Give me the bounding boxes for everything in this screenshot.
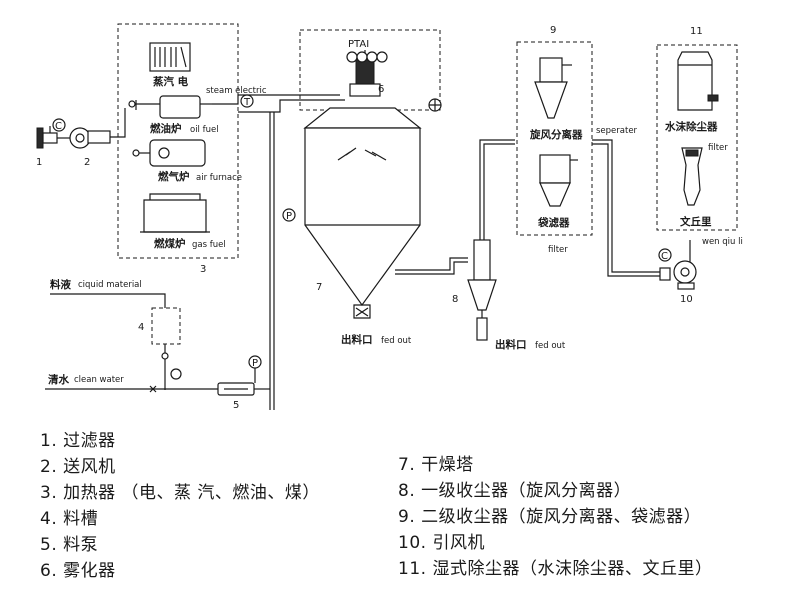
legend-item: 1. 过滤器 bbox=[40, 431, 116, 451]
pressure-gauge-tower bbox=[282, 208, 296, 222]
bag-filter-cn: 袋滤器 bbox=[537, 216, 570, 229]
cyclone-separator-cn: 旋风分离器 bbox=[529, 128, 583, 141]
num-2: 2 bbox=[84, 157, 90, 168]
legend-item: 5. 料泵 bbox=[40, 535, 99, 555]
pipe-tower-cyclone bbox=[395, 257, 468, 271]
secondary-collector-box bbox=[516, 41, 593, 236]
legend-item: 7. 干燥塔 bbox=[398, 455, 474, 475]
hot-air-pipe-top bbox=[212, 94, 340, 105]
cyclone-8 bbox=[467, 239, 497, 341]
legend-item: 3. 加热器 （电、蒸 汽、燃油、煤） bbox=[40, 483, 320, 503]
electric-heater-icon bbox=[149, 42, 191, 72]
hot-air-pipe-top-2 bbox=[238, 99, 345, 113]
water-valve bbox=[149, 385, 157, 393]
heater-group-box bbox=[117, 23, 239, 259]
pipe-fan-heater bbox=[110, 108, 126, 138]
pressure-gauge-tower-label: P bbox=[286, 211, 292, 222]
coal-furnace-en-label: gas fuel bbox=[192, 240, 226, 250]
pipe-collector-fan bbox=[592, 139, 660, 273]
pipe-cyclone-up-2 bbox=[483, 143, 515, 240]
drying-tower-7 bbox=[303, 107, 422, 319]
pipe-collector-fan-2 bbox=[592, 143, 660, 277]
spray-dryer-process-diagram: C 蒸汽 电 燃油炉 oil fuel 燃气炉 air furnace 燃煤炉 … bbox=[36, 23, 743, 411]
cyclone-separator-icon bbox=[534, 57, 572, 119]
ptai-label: PTAI bbox=[348, 39, 369, 50]
num-8: 8 bbox=[452, 294, 458, 305]
num-9: 9 bbox=[550, 25, 556, 36]
coal-furnace-icon bbox=[140, 193, 210, 233]
tank-valve-2 bbox=[170, 368, 182, 380]
liquid-pipe bbox=[50, 293, 166, 308]
sight-glass-icon bbox=[428, 98, 442, 112]
feed-pump-5 bbox=[217, 382, 255, 396]
num-10: 10 bbox=[680, 294, 693, 305]
fedout-tower-en: fed out bbox=[381, 336, 412, 346]
air-furnace-en-label: air furnace bbox=[196, 173, 242, 183]
venturi-icon bbox=[681, 147, 703, 206]
feed-tank-4 bbox=[151, 307, 181, 345]
ptai-gauges bbox=[346, 51, 388, 63]
oil-furnace-cn-label: 燃油炉 bbox=[150, 122, 182, 135]
num-4: 4 bbox=[138, 322, 144, 333]
legend-item: 6. 雾化器 bbox=[40, 561, 116, 581]
fedout-cyclone-en: fed out bbox=[535, 341, 566, 351]
legend-item: 11. 湿式除尘器（水沫除尘器、文丘里） bbox=[398, 559, 713, 579]
num-3: 3 bbox=[200, 264, 206, 275]
steam-electric-en-label: steam electric bbox=[206, 86, 267, 96]
legend-item: 10. 引风机 bbox=[398, 533, 485, 553]
tank-valve-1 bbox=[161, 352, 169, 360]
steam-electric-cn-label: 蒸汽 电 bbox=[153, 75, 189, 88]
foam-scrubber-cn: 水沫除尘器 bbox=[664, 120, 718, 133]
pipe-cyclone-up bbox=[479, 139, 515, 240]
fedout-tower-cn: 出料口 bbox=[341, 333, 373, 346]
venturi-en: wen qiu li bbox=[702, 237, 743, 247]
pipe-tower-cyclone-2 bbox=[395, 261, 468, 275]
air-furnace-icon bbox=[132, 139, 206, 167]
legend-item: 2. 送风机 bbox=[40, 457, 116, 477]
fan-c-gauge-left bbox=[52, 118, 66, 132]
legend-item: 4. 料槽 bbox=[40, 509, 99, 529]
atomizer-6 bbox=[349, 50, 381, 97]
num-6: 6 bbox=[378, 84, 384, 95]
legend-left-column: 1. 过滤器 2. 送风机 3. 加热器 （电、蒸 汽、燃油、煤） 4. 料槽 … bbox=[40, 428, 440, 584]
water-cn-label: 清水 bbox=[48, 373, 69, 386]
fan-c-gauge-right bbox=[658, 248, 672, 262]
fan-c-label-left: C bbox=[55, 121, 62, 132]
num-5: 5 bbox=[233, 400, 239, 411]
water-en-label: clean water bbox=[74, 375, 124, 385]
num-7: 7 bbox=[316, 282, 322, 293]
fedout-cyclone-cn: 出料口 bbox=[495, 338, 527, 351]
coal-furnace-cn-label: 燃煤炉 bbox=[154, 237, 186, 250]
temperature-gauge-label: T bbox=[243, 97, 251, 108]
temperature-gauge bbox=[240, 94, 254, 108]
venturi-cn: 文丘里 bbox=[679, 215, 712, 228]
supply-fan-2 bbox=[69, 127, 111, 149]
foam-scrubber-en: filter bbox=[708, 143, 728, 153]
bag-filter-icon bbox=[539, 154, 578, 207]
pressure-gauge-pump-label: P bbox=[252, 358, 258, 369]
foam-scrubber-icon bbox=[677, 51, 719, 111]
num-1: 1 bbox=[36, 157, 42, 168]
liquid-en-label: ciquid material bbox=[78, 280, 142, 290]
num-11: 11 bbox=[690, 26, 703, 37]
legend-right-column: 7. 干燥塔 8. 一级收尘器（旋风分离器） 9. 二级收尘器（旋风分离器、袋滤… bbox=[398, 452, 798, 582]
legend-item: 9. 二级收尘器（旋风分离器、袋滤器） bbox=[398, 507, 702, 527]
oil-furnace-en-label: oil fuel bbox=[190, 125, 219, 135]
wet-scrubber-box bbox=[656, 44, 738, 231]
oil-furnace-icon bbox=[128, 95, 212, 119]
bag-filter-en: filter bbox=[548, 245, 568, 255]
air-furnace-cn-label: 燃气炉 bbox=[158, 170, 190, 183]
fan-c-label-right: C bbox=[661, 251, 668, 262]
separator-en-label: seperater bbox=[596, 126, 638, 136]
legend-item: 8. 一级收尘器（旋风分离器） bbox=[398, 481, 632, 501]
induced-fan-10 bbox=[659, 260, 697, 290]
liquid-cn-label: 料液 bbox=[50, 278, 71, 291]
